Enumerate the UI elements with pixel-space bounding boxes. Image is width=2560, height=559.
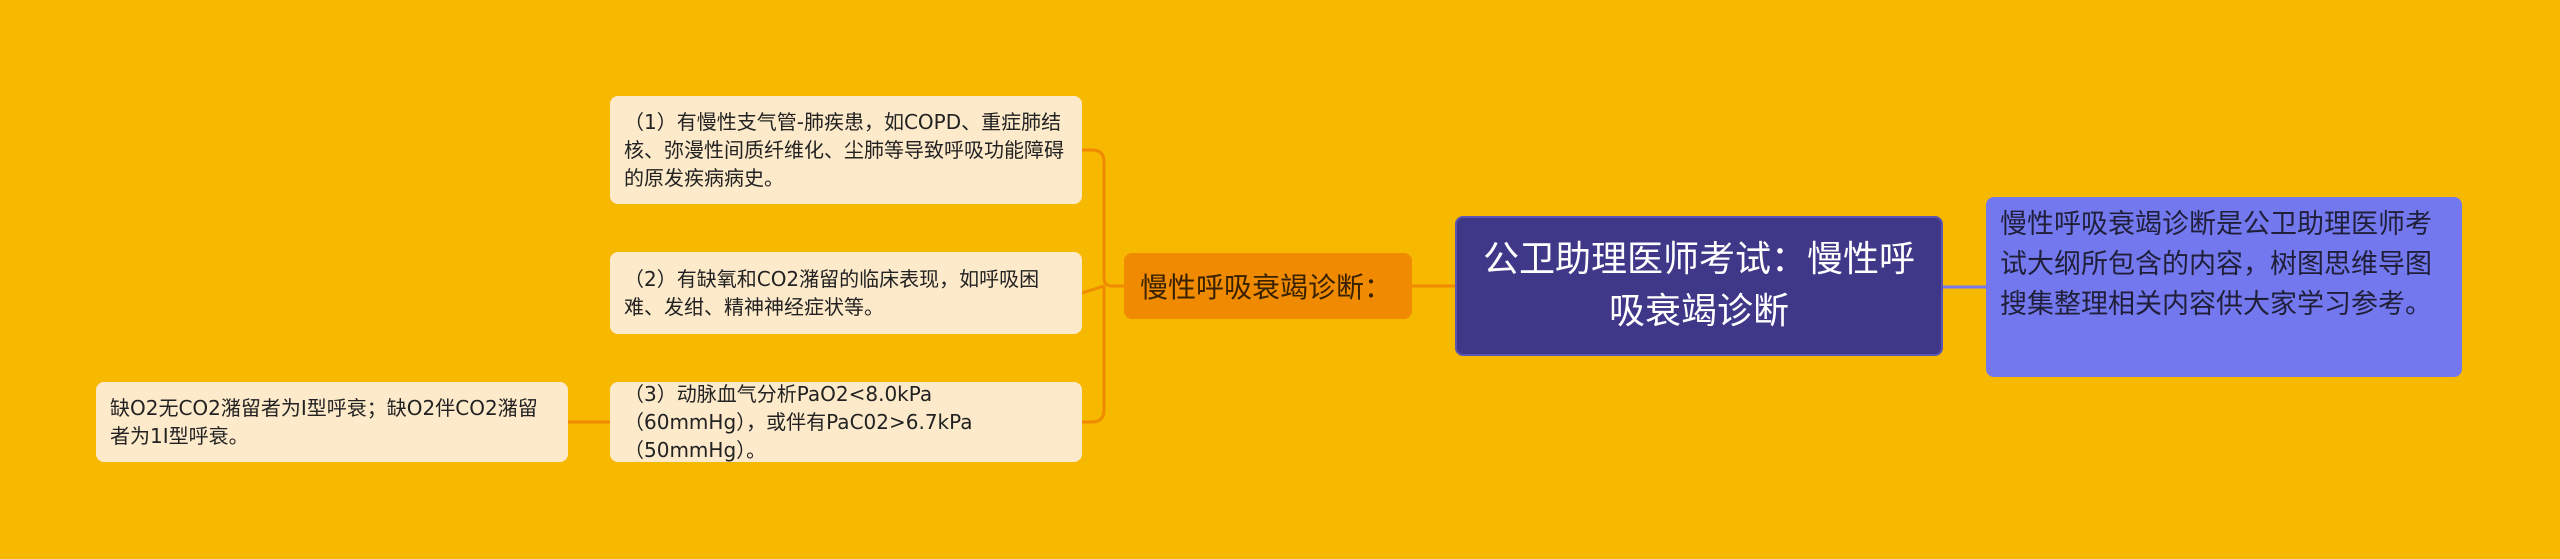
leaf-text-3: （3）动脉血气分析PaO2<8.0kPa（60mmHg），或伴有PaC02>6.… [624,382,973,462]
connector-branch-leaf-1 [1082,148,1124,288]
branch-node-diagnosis[interactable]: 慢性呼吸衰竭诊断： [1124,253,1412,319]
sub-leaf-text: 缺O2无CO2潴留者为I型呼衰；缺O2伴CO2潴留者为1I型呼衰。 [110,396,538,448]
branch-label: 慢性呼吸衰竭诊断： [1140,271,1393,304]
leaf-node-1[interactable]: （1）有慢性支气管-肺疾患，如COPD、重症肺结核、弥漫性间质纤维化、尘肺等导致… [610,96,1082,204]
leaf-text-2: （2）有缺氧和CO2潴留的临床表现，如呼吸困难、发绀、精神神经症状等。 [624,267,1040,319]
root-topic-node[interactable]: 公卫助理医师考试：慢性呼吸衰竭诊断 [1455,216,1943,356]
description-node[interactable]: 慢性呼吸衰竭诊断是公卫助理医师考试大纲所包含的内容，树图思维导图搜集整理相关内容… [1986,197,2462,377]
leaf-node-3[interactable]: （3）动脉血气分析PaO2<8.0kPa（60mmHg），或伴有PaC02>6.… [610,382,1082,462]
description-text: 慢性呼吸衰竭诊断是公卫助理医师考试大纲所包含的内容，树图思维导图搜集整理相关内容… [2000,209,2432,320]
leaf-node-2[interactable]: （2）有缺氧和CO2潴留的临床表现，如呼吸困难、发绀、精神神经症状等。 [610,252,1082,334]
root-topic-label: 公卫助理医师考试：慢性呼吸衰竭诊断 [1482,239,1915,332]
sub-leaf-node[interactable]: 缺O2无CO2潴留者为I型呼衰；缺O2伴CO2潴留者为1I型呼衰。 [96,382,568,462]
connector-branch-leaf-2 [1081,284,1105,295]
leaf-text-1: （1）有慢性支气管-肺疾患，如COPD、重症肺结核、弥漫性间质纤维化、尘肺等导致… [624,110,1064,190]
connector-branch-leaf-3 [1082,286,1106,424]
